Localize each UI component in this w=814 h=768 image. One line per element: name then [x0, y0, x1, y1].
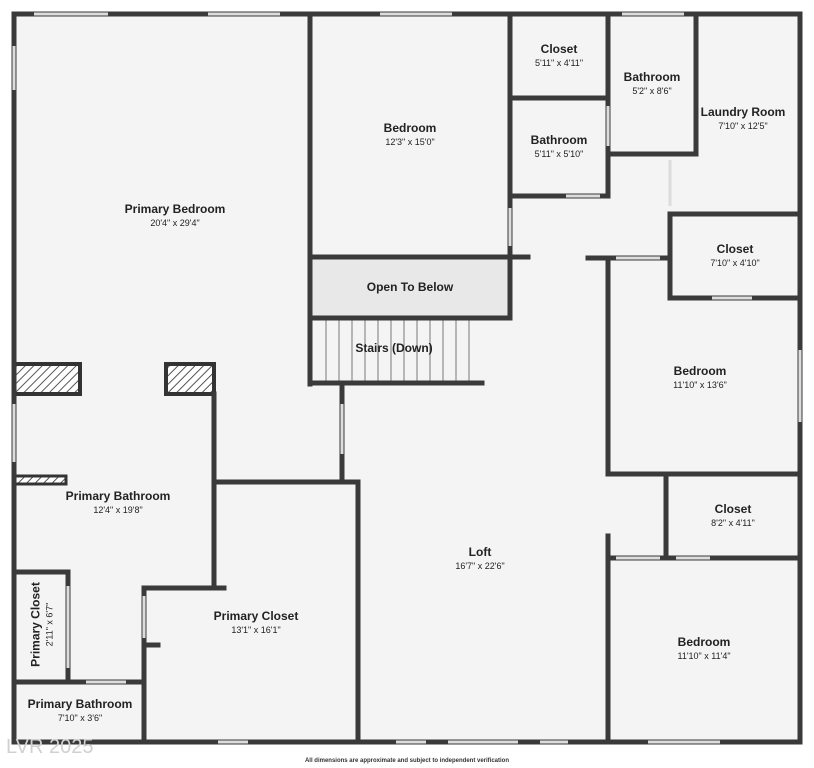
- stair-treads: [325, 320, 470, 382]
- room-primary-closet-big: Primary Closet 13'1" x 16'1": [176, 609, 336, 636]
- room-name: Closet: [716, 242, 754, 256]
- room-primary-bathroom-small: Primary Bathroom 7'10" x 3'6": [16, 697, 144, 724]
- room-dims: 12'4" x 19'8": [93, 505, 143, 515]
- room-loft: Loft 16'7" x 22'6": [400, 545, 560, 572]
- room-name: Closet: [540, 42, 578, 56]
- room-dims: 7'10" x 4'10": [710, 258, 760, 268]
- room-name: Loft: [468, 545, 492, 559]
- room-dims: 11'10" x 11'4": [677, 651, 731, 661]
- room-stairs: Stairs (Down): [314, 341, 474, 356]
- room-name: Open To Below: [366, 280, 454, 294]
- room-name: Bedroom: [673, 364, 727, 378]
- column-left: [12, 362, 82, 396]
- room-open-to-below: Open To Below: [312, 280, 508, 295]
- room-closet-right-mid: Closet 8'2" x 4'11": [668, 502, 798, 529]
- room-name: Primary Bedroom: [124, 202, 226, 216]
- room-primary-bedroom: Primary Bedroom 20'4" x 29'4": [95, 202, 255, 229]
- footnote: All dimensions are approximate and subje…: [304, 758, 510, 764]
- room-primary-bathroom: Primary Bathroom 12'4" x 19'8": [38, 489, 198, 516]
- room-name: Primary Closet: [28, 582, 43, 667]
- room-dims: 7'10" x 12'5": [718, 121, 768, 131]
- room-dims: 8'2" x 4'11": [711, 518, 755, 528]
- room-name: Primary Closet: [213, 609, 299, 623]
- room-bathroom-mid: Bathroom 5'11" x 5'10": [512, 133, 606, 160]
- room-bedroom-top: Bedroom 12'3" x 15'0": [330, 121, 490, 148]
- room-closet-right-top: Closet 7'10" x 4'10": [672, 242, 798, 269]
- room-dims: 5'2" x 8'6": [632, 86, 672, 96]
- room-name: Bathroom: [530, 133, 588, 147]
- room-dims: 7'10" x 3'6": [57, 713, 103, 723]
- room-dims: 11'10" x 13'6": [673, 380, 727, 390]
- room-bedroom-right-mid: Bedroom 11'10" x 13'6": [620, 364, 780, 391]
- room-name: Bedroom: [677, 635, 731, 649]
- room-dims: 5'11" x 4'11": [534, 58, 584, 68]
- room-primary-closet-small: Primary Closet 2'11" x 6'7": [29, 575, 56, 675]
- room-dims: 12'3" x 15'0": [385, 137, 435, 147]
- windows: [12, 12, 802, 744]
- room-dims: 13'1" x 16'1": [231, 625, 281, 635]
- room-bathroom-top-right: Bathroom 5'2" x 8'6": [610, 70, 694, 97]
- room-name: Bathroom: [623, 70, 681, 84]
- room-name: Bedroom: [383, 121, 437, 135]
- room-name: Closet: [714, 502, 752, 516]
- room-dims: 20'4" x 29'4": [150, 218, 200, 228]
- room-name: Primary Bathroom: [27, 697, 133, 711]
- room-dims: 16'7" x 22'6": [455, 561, 505, 571]
- room-closet-top: Closet 5'11" x 4'11": [512, 42, 606, 69]
- room-name: Primary Bathroom: [65, 489, 171, 503]
- column-right: [164, 362, 216, 396]
- room-dims: 5'11" x 5'10": [534, 149, 584, 159]
- shelf-hatch: [12, 474, 68, 486]
- room-bedroom-bottom-right: Bedroom 11'10" x 11'4": [624, 635, 784, 662]
- room-dims: 2'11" x 6'7": [44, 602, 55, 647]
- watermark: LVR 2025: [6, 736, 94, 758]
- open-to-below-area: [312, 258, 508, 316]
- room-name: Stairs (Down): [355, 341, 433, 355]
- room-name: Laundry Room: [700, 105, 786, 119]
- room-laundry: Laundry Room 7'10" x 12'5": [696, 105, 790, 132]
